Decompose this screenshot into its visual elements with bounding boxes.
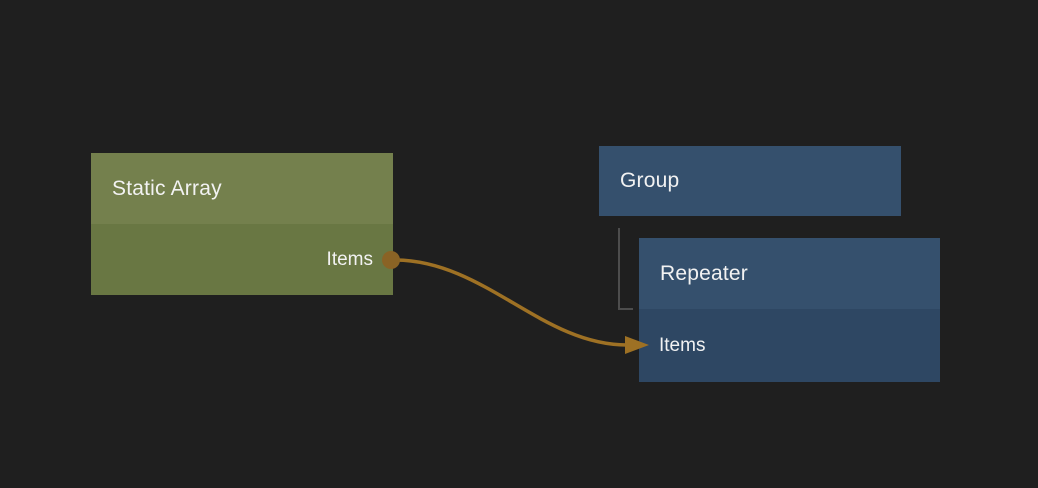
input-port-label: Items xyxy=(659,334,706,356)
node-static-array-title: Static Array xyxy=(112,176,222,200)
node-static-array[interactable]: Static Array Items xyxy=(91,153,393,295)
node-static-array-header[interactable]: Static Array xyxy=(91,153,393,224)
node-repeater[interactable]: Repeater Items xyxy=(639,238,940,382)
output-port-dot[interactable] xyxy=(382,251,400,269)
node-group-header[interactable]: Group xyxy=(599,146,901,216)
node-static-array-output-row: Items xyxy=(91,224,393,295)
output-port-label: Items xyxy=(326,248,373,270)
node-group-title: Group xyxy=(620,169,680,192)
connection-arrowhead-icon[interactable] xyxy=(625,336,649,354)
node-repeater-header[interactable]: Repeater xyxy=(639,238,940,309)
node-repeater-input-row: Items xyxy=(639,309,940,382)
group-child-bracket-line xyxy=(618,228,633,310)
connection-wire[interactable] xyxy=(395,258,628,347)
node-group[interactable]: Group xyxy=(599,146,901,216)
node-repeater-title: Repeater xyxy=(660,261,748,285)
